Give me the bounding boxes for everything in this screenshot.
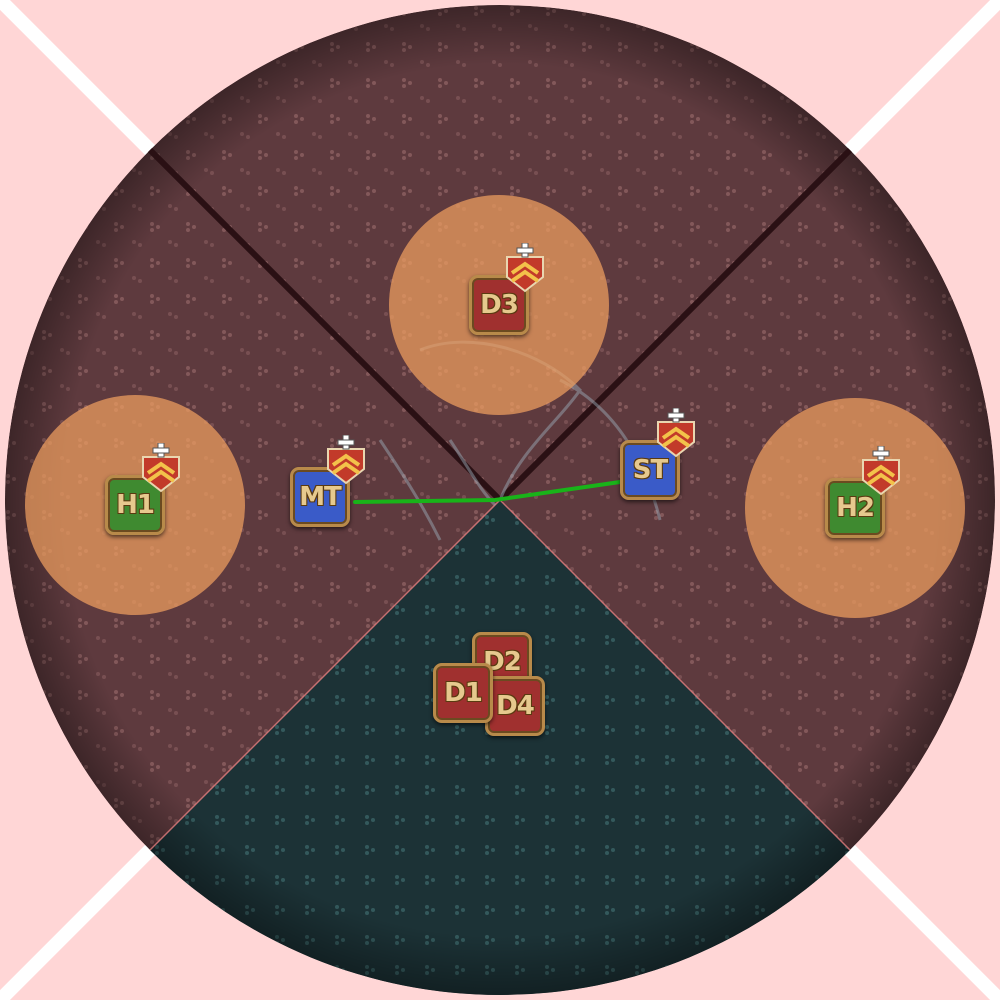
player-marker-label: ST [632,455,668,485]
player-marker-d4[interactable]: D4 [485,676,545,736]
player-marker-d1[interactable]: D1 [433,663,493,723]
player-marker-st[interactable]: ST [620,440,680,500]
chevron-rank-plus-icon[interactable] [859,445,903,496]
chevron-rank-plus-icon[interactable] [503,242,547,293]
player-marker-label: D3 [480,290,519,320]
tether-line [353,480,622,504]
chevron-rank-plus-icon[interactable] [324,434,368,485]
player-marker-label: H1 [116,490,155,520]
player-marker-h1[interactable]: H1 [105,475,165,535]
player-marker-label: D1 [444,678,483,708]
player-marker-label: H2 [836,493,875,523]
chevron-rank-plus-icon[interactable] [654,407,698,458]
player-marker-label: D4 [496,691,535,721]
chevron-rank-plus-icon[interactable] [139,442,183,493]
player-marker-label: MT [299,482,342,512]
